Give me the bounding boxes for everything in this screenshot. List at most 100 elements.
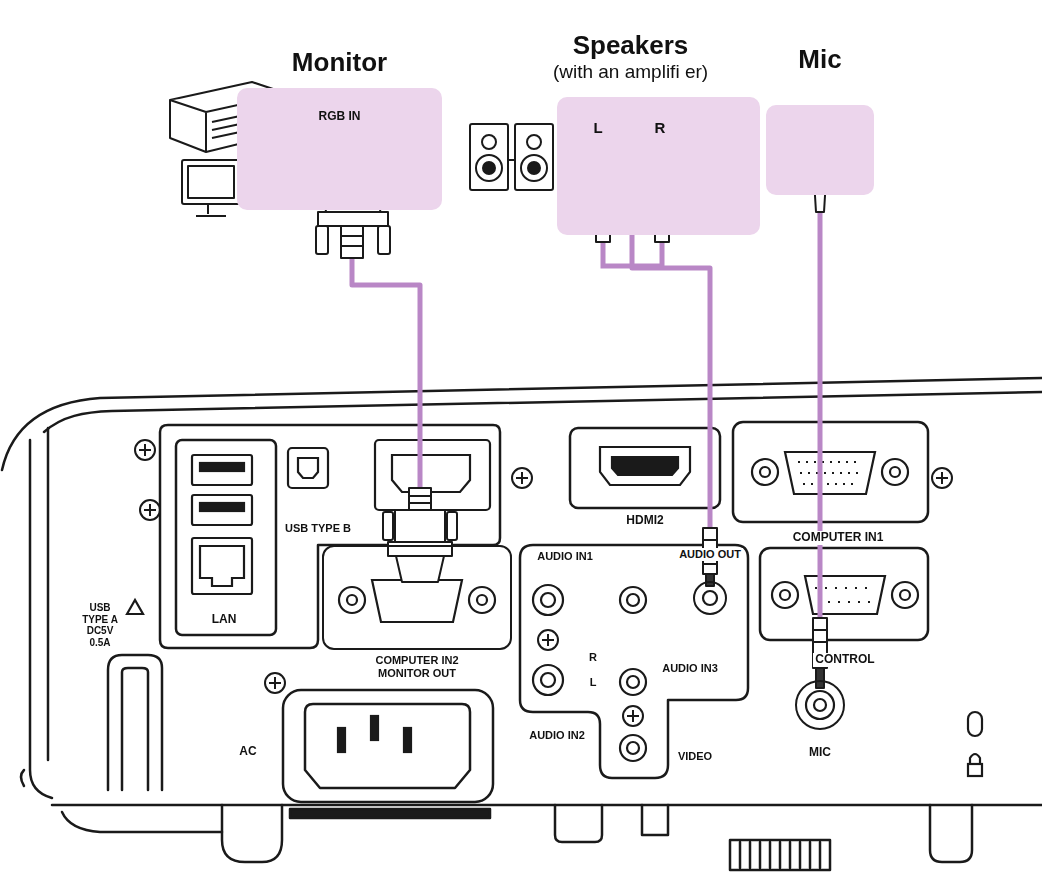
port-symbols [347,595,357,605]
port-symbols [477,595,487,605]
port-symbols [200,463,244,471]
cable-plug [383,512,393,540]
port-frames [760,548,928,640]
screw-symbol [542,634,554,646]
projector-body [52,804,1042,807]
mic-group-box: Mic [766,105,874,195]
port-symbols [338,728,345,752]
projector-body [930,805,972,862]
port-symbols [469,587,495,613]
speakers-group-box: Speakers(with an amplifi er) [557,97,760,235]
cable-plug [341,226,363,258]
screw-symbol [512,468,532,488]
screw-symbol [144,504,156,516]
port-symbols [785,452,875,494]
screw-symbol [538,630,558,650]
port-symbols [192,495,252,525]
screw-symbol [140,500,160,520]
port-frames [160,422,928,802]
cable-plug [447,512,457,540]
projector-body [642,805,668,835]
cable-plug [318,212,388,226]
audio-out-jack: AUDIO OUT [693,581,727,615]
projector-body [740,842,820,868]
text-group: RGB IN [319,110,361,124]
cable-plug [409,496,431,503]
device-icons [170,82,553,216]
text-group: MIC [809,746,831,760]
device-icons [483,162,495,174]
screw-symbol [932,468,952,488]
projector-body [62,812,222,832]
port-symbols [612,457,678,475]
port-symbols [892,582,918,608]
projector-body [47,428,50,760]
port-symbols [200,503,244,511]
port-frames [305,704,470,788]
screw-symbol [936,472,948,484]
monitor-group-box: MonitorRGB IN [237,88,442,210]
device-icons [476,155,502,181]
cable-plug [316,226,328,254]
port-label: USB TYPE B [283,522,353,535]
device-icons [470,124,508,190]
screw-symbol [135,440,952,726]
cable-plug [378,226,390,254]
port-frames [733,422,928,522]
port-symbols [627,594,639,606]
port-symbols [200,546,244,586]
device-icons [482,135,496,149]
device-icons [196,204,226,216]
device-icons [515,124,553,190]
projector-body [122,668,148,790]
port-label: CONTROL [813,653,876,667]
device-icons [508,159,515,161]
screw-symbol [135,440,155,460]
device-icons [188,166,234,198]
screw-symbol [269,677,281,689]
device-heading: MIC [809,746,831,760]
port-label: AUDIO IN3 [660,662,720,675]
screw-symbol [265,673,285,693]
port-symbols [541,673,555,687]
port-rating-label: USB TYPE A DC5V 0.5A [78,602,122,648]
port-symbols [372,580,462,622]
screw-symbol [932,468,952,488]
port-frames [570,428,720,508]
port-label: HDMI2 [624,514,665,528]
cable-plug [813,630,827,654]
port-symbols [970,754,980,764]
port-frames [176,440,276,635]
port-symbols [760,467,770,477]
screw-symbol [623,706,643,726]
device-subheading: (with an amplifi er) [553,61,708,83]
cable-plug [706,574,714,586]
port-symbols [806,691,834,719]
port-symbols [600,447,690,485]
projector-body [555,805,602,842]
port-symbols [288,448,328,488]
channel-letter: R [587,651,599,664]
port-symbols [404,728,411,752]
cable [818,195,823,680]
screw-symbol [140,500,160,520]
channel-letter: L [588,676,599,689]
computer-in2-port: COMPUTER IN2 MONITOR OUT [322,545,512,650]
port-symbols [533,665,563,695]
device-icons [212,116,240,138]
projector-body [730,840,830,870]
port-symbols [780,590,790,600]
port-symbols [371,716,378,740]
channel-letter: L [593,119,602,136]
port-symbols [339,587,365,613]
text-group: COMPUTER IN2 MONITOR OUT [367,654,467,679]
port-frames [160,425,500,648]
port-label: AC [237,745,258,759]
text-group: AUDIO OUT [677,548,743,561]
projector-body [108,655,162,790]
port-symbols [375,440,490,510]
port-symbols [882,459,908,485]
